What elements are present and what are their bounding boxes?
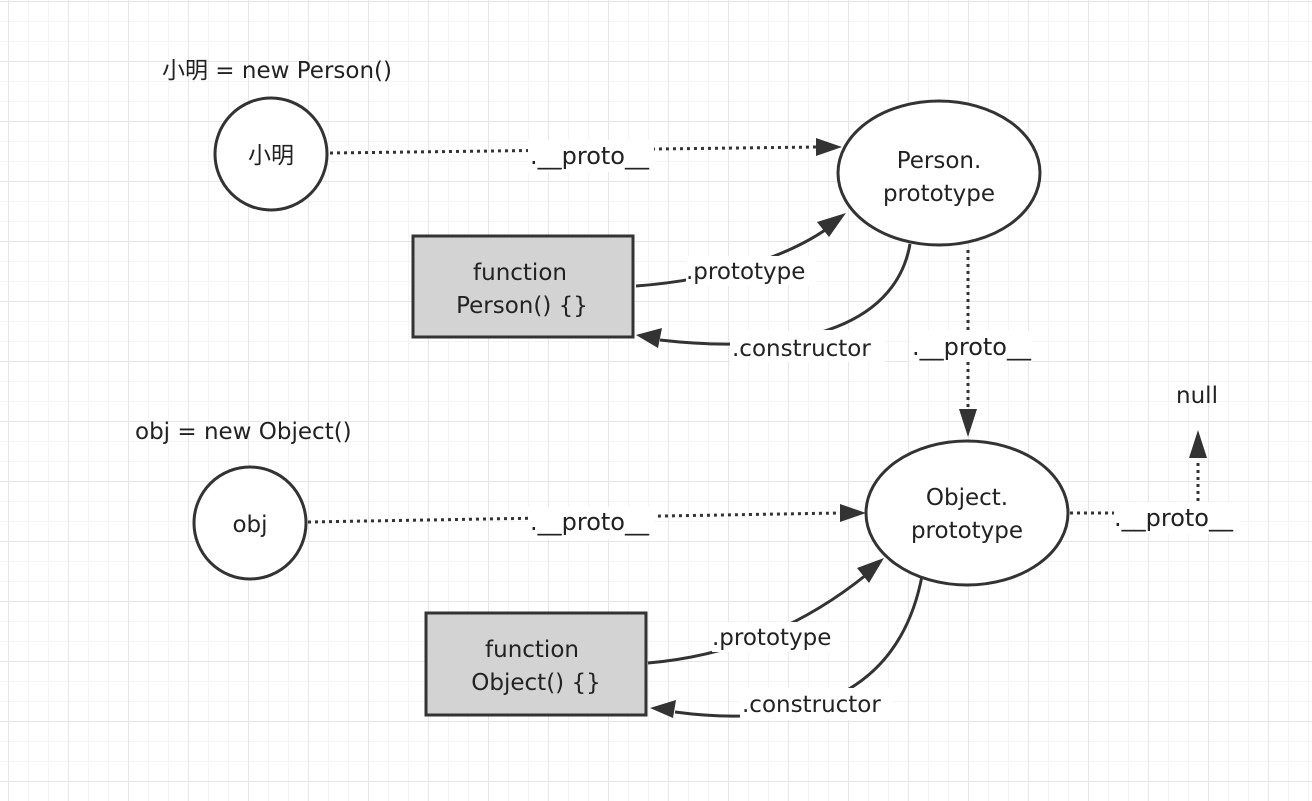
node-person-prototype-line2: prototype (883, 181, 995, 207)
node-person-prototype-line1: Person. (897, 148, 982, 174)
node-person-function-line1: function (473, 260, 567, 286)
node-obj-label: obj (232, 512, 267, 538)
label-object-constructor: .constructor (742, 692, 881, 718)
edge-object-proto-null (1070, 430, 1207, 515)
label-object-prototype: .prototype (712, 625, 831, 651)
node-object-function-line2: Object() {} (471, 670, 600, 696)
node-person-function: function Person() {} (411, 234, 635, 339)
edge-person-constructor-link (636, 243, 912, 348)
label-xiaoming-proto: .__proto__ (530, 142, 650, 170)
node-person-prototype: Person. prototype (836, 99, 1042, 247)
node-object-prototype: Object. prototype (864, 439, 1070, 587)
node-object-function-line1: function (485, 637, 579, 663)
node-obj: obj (192, 465, 308, 581)
node-object-prototype-line2: prototype (911, 518, 1023, 544)
label-object-proto-null: .__proto__ (1114, 504, 1234, 532)
caption-xiaoming: 小明 = new Person() (162, 58, 392, 84)
label-person-constructor: .constructor (732, 336, 871, 362)
label-obj-proto: .__proto__ (530, 508, 650, 536)
label-person-prototype: .prototype (686, 259, 805, 285)
caption-obj: obj = new Object() (135, 419, 352, 445)
edge-xiaoming-proto (329, 138, 842, 156)
node-object-prototype-line1: Object. (926, 485, 1008, 511)
node-person-function-line2: Person() {} (456, 293, 588, 319)
label-person-proto-proto: .__proto__ (912, 333, 1032, 361)
node-object-function: function Object() {} (424, 611, 648, 717)
node-xiaoming: 小明 (213, 96, 329, 212)
node-null: null (1176, 383, 1218, 409)
node-xiaoming-label: 小明 (248, 143, 294, 169)
